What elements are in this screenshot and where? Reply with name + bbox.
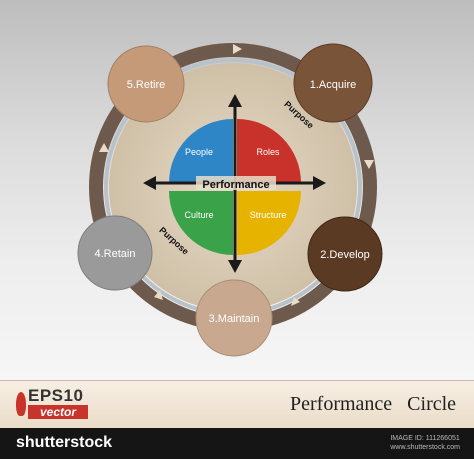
stage-label-develop: 2.Develop bbox=[320, 249, 370, 261]
image-id: IMAGE ID: 111266051 bbox=[390, 435, 460, 442]
footer-title: Performance Circle bbox=[290, 393, 457, 415]
vector-label: vector bbox=[28, 405, 88, 419]
ring-arrow-icon bbox=[99, 143, 109, 152]
center-label: Performance bbox=[202, 179, 269, 191]
quadrant-people bbox=[169, 119, 233, 183]
performance-circle-diagram: People Roles Culture Structure Performan… bbox=[77, 43, 383, 357]
center-label-bg bbox=[196, 176, 276, 190]
stage-develop: 2.Develop bbox=[307, 216, 383, 292]
quadrant-label-culture: Culture bbox=[184, 210, 213, 220]
quadrant-label-people: People bbox=[185, 147, 213, 157]
brand-bar bbox=[0, 428, 474, 459]
eps-badge: EPS10 vector bbox=[14, 386, 104, 422]
stage-label-acquire: 1.Acquire bbox=[310, 79, 356, 91]
quadrant-structure bbox=[237, 191, 301, 255]
quadrant-roles bbox=[237, 119, 301, 183]
eps-label: EPS10 bbox=[28, 386, 84, 405]
pen-icon bbox=[16, 392, 26, 416]
image-id-block: IMAGE ID: 111266051 www.shutterstock.com bbox=[390, 434, 460, 452]
stage-label-maintain: 3.Maintain bbox=[209, 313, 260, 325]
arrow-left-icon bbox=[143, 176, 156, 190]
stage-maintain: 3.Maintain bbox=[195, 279, 273, 357]
quadrant-culture bbox=[169, 191, 233, 255]
ring-arrow-icon bbox=[291, 297, 300, 306]
stage-label-retire: 5.Retire bbox=[127, 79, 166, 91]
quadrant-label-roles: Roles bbox=[256, 147, 280, 157]
stage-retain: 4.Retain bbox=[77, 215, 153, 291]
arrow-up-icon bbox=[228, 94, 242, 107]
ring-arrow-icon bbox=[233, 44, 242, 54]
footer-band bbox=[0, 380, 474, 429]
site-url: www.shutterstock.com bbox=[390, 444, 460, 451]
arrow-down-icon bbox=[228, 260, 242, 273]
ring-arrow-icon bbox=[364, 160, 374, 169]
quadrant-label-structure: Structure bbox=[250, 210, 287, 220]
brand-name: shutterstock bbox=[16, 434, 113, 451]
arrow-right-icon bbox=[313, 176, 326, 190]
stage-label-retain: 4.Retain bbox=[95, 248, 136, 260]
ring-arrow-icon bbox=[154, 290, 163, 300]
stage-retire: 5.Retire bbox=[107, 45, 185, 123]
stage-acquire: 1.Acquire bbox=[293, 43, 373, 123]
